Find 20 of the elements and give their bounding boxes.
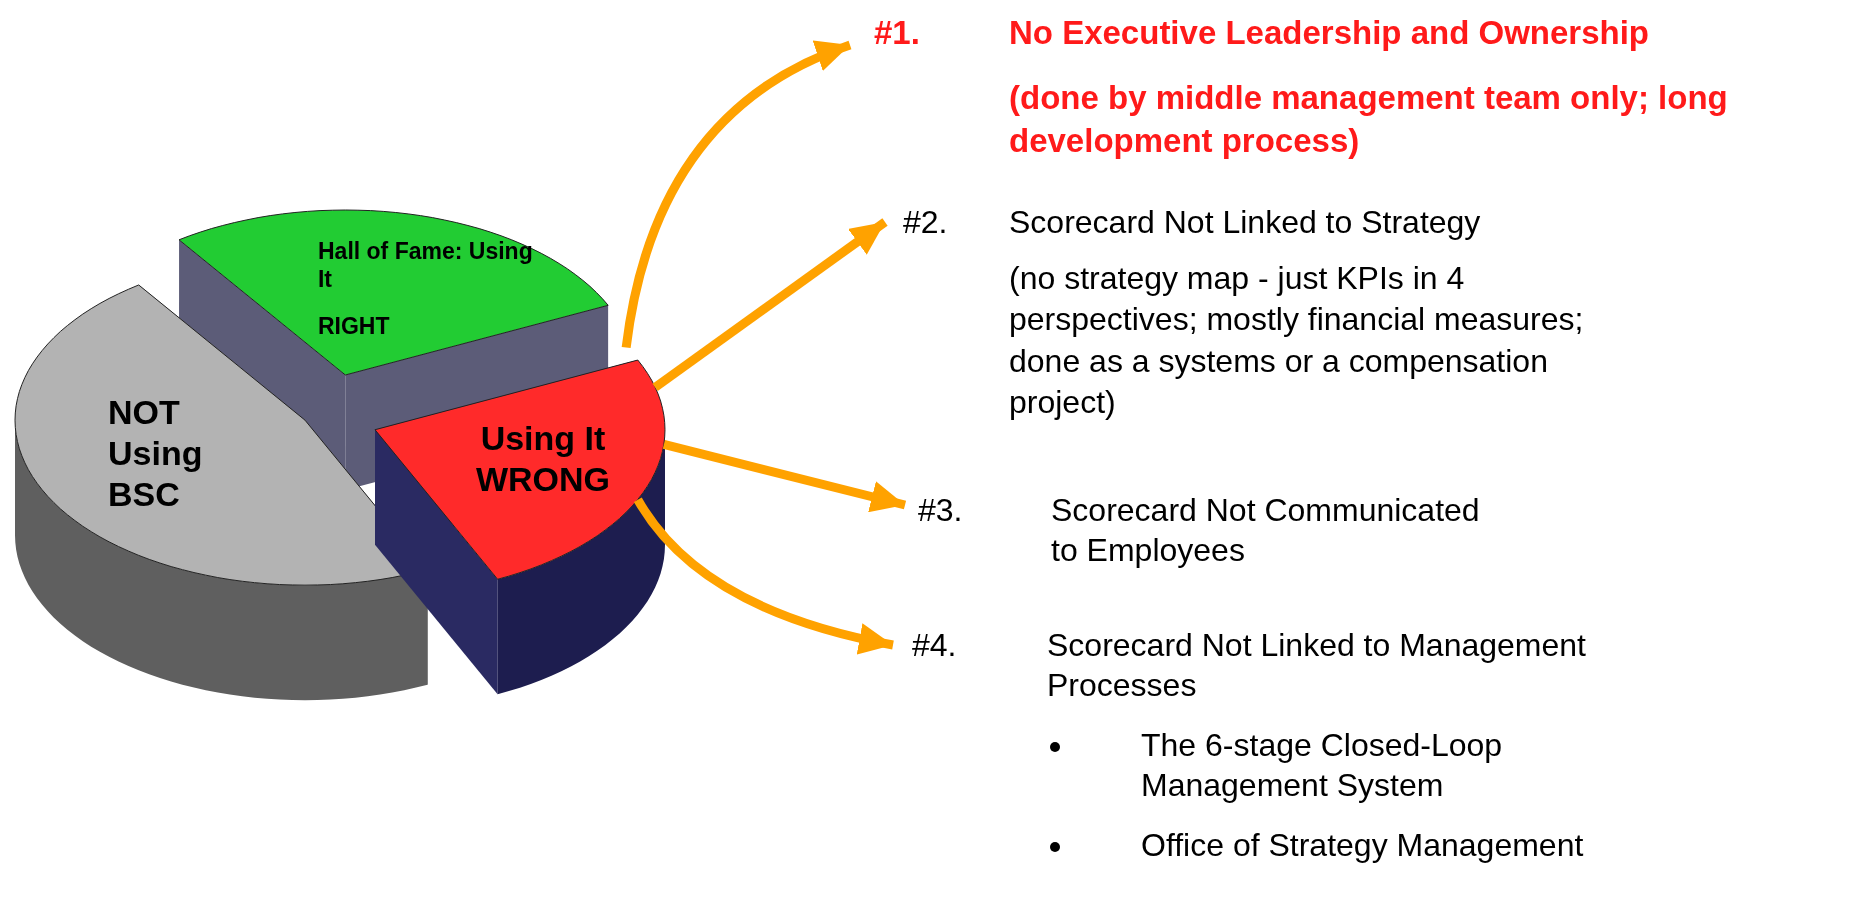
item-heading: Scorecard Not Linked to Management Processes xyxy=(1047,626,1587,705)
arrow xyxy=(634,497,894,654)
arrow xyxy=(652,218,888,391)
bullet-text: The 6-stage Closed-Loop Management System xyxy=(1141,726,1504,805)
slice-label: RIGHT xyxy=(318,313,391,341)
arrow xyxy=(621,40,852,349)
item-number: #3. xyxy=(918,492,963,528)
item-description: (done by middle management team only; long development process) xyxy=(1009,77,1729,161)
item-heading: Scorecard Not Communicated to Employees xyxy=(1051,491,1481,570)
item-number: #1. xyxy=(874,14,920,51)
item-heading: Scorecard Not Linked to Strategy xyxy=(1009,203,1482,242)
item-description: (no strategy map - just KPIs in 4 perspectives; mostly financial measures; done as a systems or a compensation project) xyxy=(1009,258,1585,423)
slice-label: Hall of Fame: Using It xyxy=(318,238,534,294)
item-number: #4. xyxy=(912,627,957,663)
item-number: #2. xyxy=(903,204,948,240)
arrow xyxy=(662,440,907,513)
slice-label: NOT Using BSC xyxy=(108,392,204,515)
slice-label: Using It WRONG xyxy=(474,418,612,500)
item-heading: No Executive Leadership and Ownership xyxy=(1009,13,1650,53)
bullet-text: Office of Strategy Management xyxy=(1141,826,1585,865)
